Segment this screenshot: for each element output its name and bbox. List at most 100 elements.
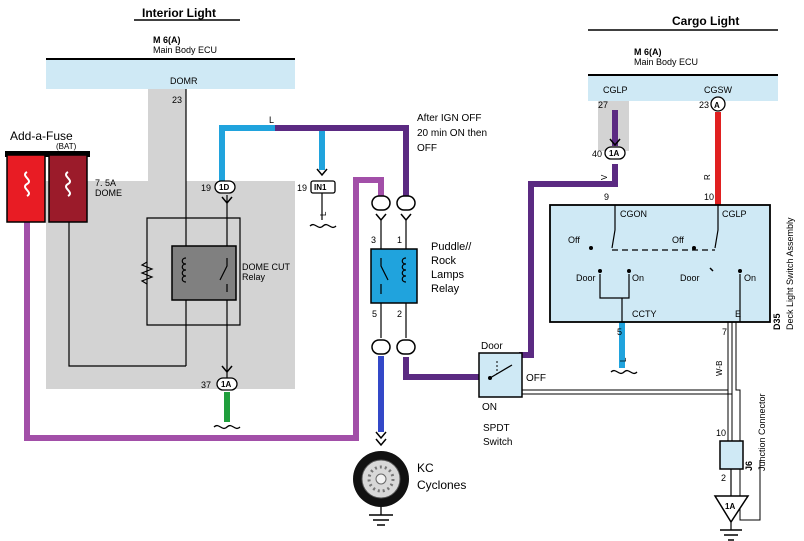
deck-on-left-dot (627, 269, 631, 273)
puddle-conn-br (396, 339, 416, 355)
deck-on-right: On (744, 273, 756, 283)
deck-off-right: Off (672, 235, 684, 245)
kc-lamp-ring (367, 465, 395, 493)
deck-contact-right (714, 205, 719, 249)
junction-name: Junction Connector (757, 393, 767, 471)
wire-purple-top (275, 125, 409, 200)
deck-wire-wb: W-B (715, 361, 724, 376)
ecu-right-code: M 6(A) (634, 47, 662, 57)
in1-wire-break (309, 223, 337, 229)
cgsw-connector-a-label: A (714, 101, 720, 110)
puddle-relay-coil (401, 257, 407, 283)
ecu-right-terminal-cgsw: CGSW (704, 85, 733, 95)
wire-spdt-to-junction (522, 389, 732, 395)
puddle-relay (370, 248, 418, 304)
connector-1a-arrow (221, 365, 233, 374)
fuse-rating: 7. 5A (95, 178, 116, 188)
cgsw-connector-a (710, 96, 726, 112)
spdt-pos-on: ON (482, 402, 497, 413)
deck-ccty-wiring (599, 274, 630, 322)
cargo-connector-1a-label: 1A (609, 149, 619, 158)
gray-zone-ecu-drop (148, 89, 186, 184)
dome-relay-coil (181, 257, 187, 283)
deck-off-right-dot (692, 246, 696, 250)
connector-1d-arrow (221, 196, 233, 205)
wire-r-label: R (703, 174, 712, 180)
spdt-pos-door: Door (481, 341, 503, 352)
deck-on-right-dot (738, 269, 742, 273)
ccty-wire-break (610, 369, 638, 375)
junction-code: J6 (744, 461, 754, 471)
spdt-switch (478, 352, 523, 398)
kc-ground-symbol (369, 514, 393, 526)
deck-ccty: CCTY (632, 309, 657, 319)
connector-1a-left-label: 1A (221, 380, 231, 389)
fuse-element-right (65, 171, 71, 197)
deck-off-left-dot (589, 246, 593, 250)
deck-pin-10: 10 (704, 192, 714, 202)
puddle-relay-contact (380, 258, 389, 294)
deck-contact-left (611, 205, 616, 249)
in1-wire-label: L (319, 211, 328, 216)
puddle-pin-3: 3 (371, 235, 376, 245)
dome-relay-contact (219, 258, 228, 292)
deck-wire-l: L (619, 357, 628, 362)
ecu-left-code: M 6(A) (153, 35, 181, 45)
dome-relay-type: Relay (242, 272, 266, 282)
cargo-1a-arrow (609, 138, 621, 147)
junction-pin-10: 10 (716, 428, 726, 438)
deck-door-left: Door (576, 273, 596, 283)
ground-symbol (720, 529, 742, 541)
in1-label: IN1 (314, 183, 327, 192)
puddle-label-2: Rock (431, 255, 457, 267)
green-wire-break (213, 424, 241, 430)
connector-in1 (310, 180, 336, 194)
in1-arrow (316, 168, 328, 177)
puddle-label-4: Relay (431, 283, 460, 295)
wire-magenta (24, 177, 384, 441)
deck-switch-assembly (549, 204, 771, 323)
ecu-right-pin-23: 23 (699, 100, 709, 110)
deck-cgon: CGON (620, 209, 647, 219)
connector-1d-label: 1D (219, 183, 229, 192)
puddle-pin-2: 2 (397, 309, 402, 319)
deck-door-left-dot (598, 269, 602, 273)
puddle-label-3: Lamps (431, 269, 465, 281)
deck-pin-5: 5 (617, 327, 622, 337)
connector-1d (214, 180, 236, 194)
after-ign-line-2: 20 min ON then (417, 128, 487, 139)
ecu-left-box (46, 59, 295, 89)
fuse-title: Add-a-Fuse (10, 129, 73, 143)
deck-off-left: Off (568, 235, 580, 245)
ecu-left-name: Main Body ECU (153, 45, 217, 55)
pin-37-label: 37 (201, 380, 211, 390)
deck-door-right-contact (709, 267, 714, 272)
kc-label-2: Cyclones (417, 478, 466, 492)
ecu-left-pin: 23 (172, 95, 182, 105)
junction-pin-2: 2 (721, 473, 726, 483)
deck-on-left: On (632, 273, 644, 283)
puddle-conn-bl (371, 339, 391, 355)
wire-purple-bottom (403, 357, 479, 380)
spdt-name-1: SPDT (483, 423, 510, 434)
puddle-pin-1: 1 (397, 235, 402, 245)
wire-l-top-label: L (269, 115, 274, 125)
cargo-connector-1a (604, 146, 626, 160)
deck-name: Deck Light Switch Assembly (785, 217, 795, 330)
pin-19-label: 19 (201, 183, 211, 193)
wire-fuse-to-ground (68, 210, 186, 367)
interior-light-title: Interior Light (142, 6, 216, 20)
wire-relay-loop (146, 217, 241, 326)
wire-cyan-l (219, 125, 325, 184)
after-ign-line-1: After IGN OFF (417, 113, 481, 124)
cargo-pin-40: 40 (592, 149, 602, 159)
ecu-right-pin-27: 27 (598, 100, 608, 110)
ground-point-1a (713, 495, 750, 524)
after-ign-line-3: OFF (417, 143, 437, 154)
ecu-right-box (588, 75, 778, 101)
fuse-bus-bar (5, 151, 90, 157)
spdt-lever (489, 364, 513, 379)
spdt-pos-off: OFF (526, 373, 546, 384)
deck-e: E (735, 309, 741, 319)
